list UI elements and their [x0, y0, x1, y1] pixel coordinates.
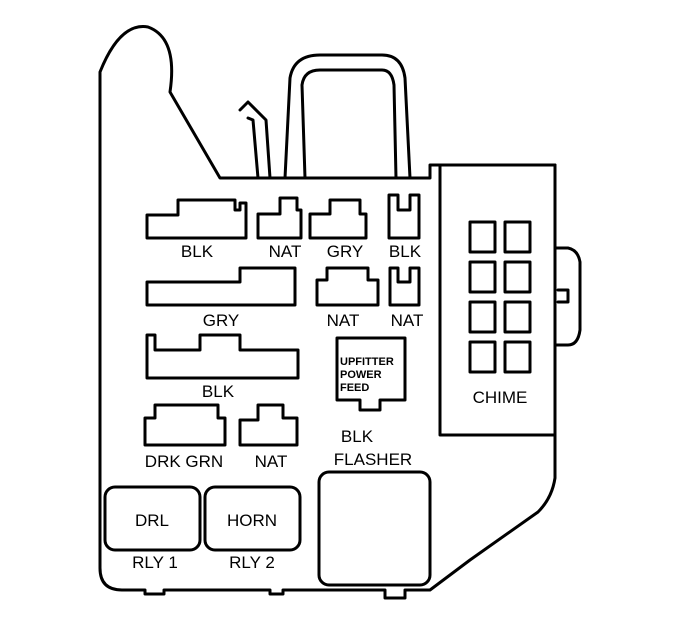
connector-nat-3: NAT: [388, 266, 424, 330]
connector-blk-3: BLK: [145, 333, 300, 401]
connector-blk-2: BLK: [387, 193, 422, 261]
connector-nat-4: NAT: [238, 403, 299, 471]
upfitter-text-line1: UPFITTER: [340, 356, 394, 368]
relay-label: RLY 2: [229, 553, 275, 572]
relay-inner-label: DRL: [135, 511, 169, 530]
connector-drk-grn: DRK GRN: [143, 403, 227, 471]
relay-2: HORN RLY 2: [203, 485, 302, 572]
wire-loop-inner: [300, 68, 398, 180]
chime-module: CHIME: [438, 163, 582, 437]
chime-label: CHIME: [473, 388, 528, 407]
connector-label: BLK: [341, 427, 374, 446]
relay-inner-label: HORN: [227, 511, 277, 530]
flasher-socket: FLASHER: [317, 450, 432, 587]
connector-upfitter-power-feed: UPFITTER POWER FEED BLK: [335, 336, 407, 446]
connector-label: GRY: [203, 311, 240, 330]
connector-label: NAT: [255, 452, 288, 471]
connector-label: BLK: [389, 242, 422, 261]
connector-label: BLK: [181, 242, 214, 261]
connector-label: NAT: [269, 242, 302, 261]
upfitter-text-line3: FEED: [340, 382, 369, 394]
connector-nat-2: NAT: [315, 266, 380, 330]
connector-label: NAT: [391, 311, 424, 330]
connector-nat-1: NAT: [256, 196, 303, 261]
connector-gry-2: GRY: [145, 266, 297, 330]
relay-1: DRL RLY 1: [103, 485, 202, 572]
connector-label: DRK GRN: [145, 452, 223, 471]
connector-gry-1: GRY: [308, 198, 368, 261]
connector-label: BLK: [202, 382, 235, 401]
bent-pin: [238, 100, 272, 180]
flasher-label: FLASHER: [334, 450, 412, 469]
connector-label: GRY: [327, 242, 364, 261]
connector-label: NAT: [327, 311, 360, 330]
upfitter-text-line2: POWER: [340, 369, 382, 381]
wire-loop: [283, 53, 412, 180]
bent-pin-inner: [246, 116, 260, 180]
housing-outline: [98, 25, 557, 600]
relay-label: RLY 1: [132, 553, 178, 572]
connector-blk-1: BLK: [145, 198, 248, 261]
